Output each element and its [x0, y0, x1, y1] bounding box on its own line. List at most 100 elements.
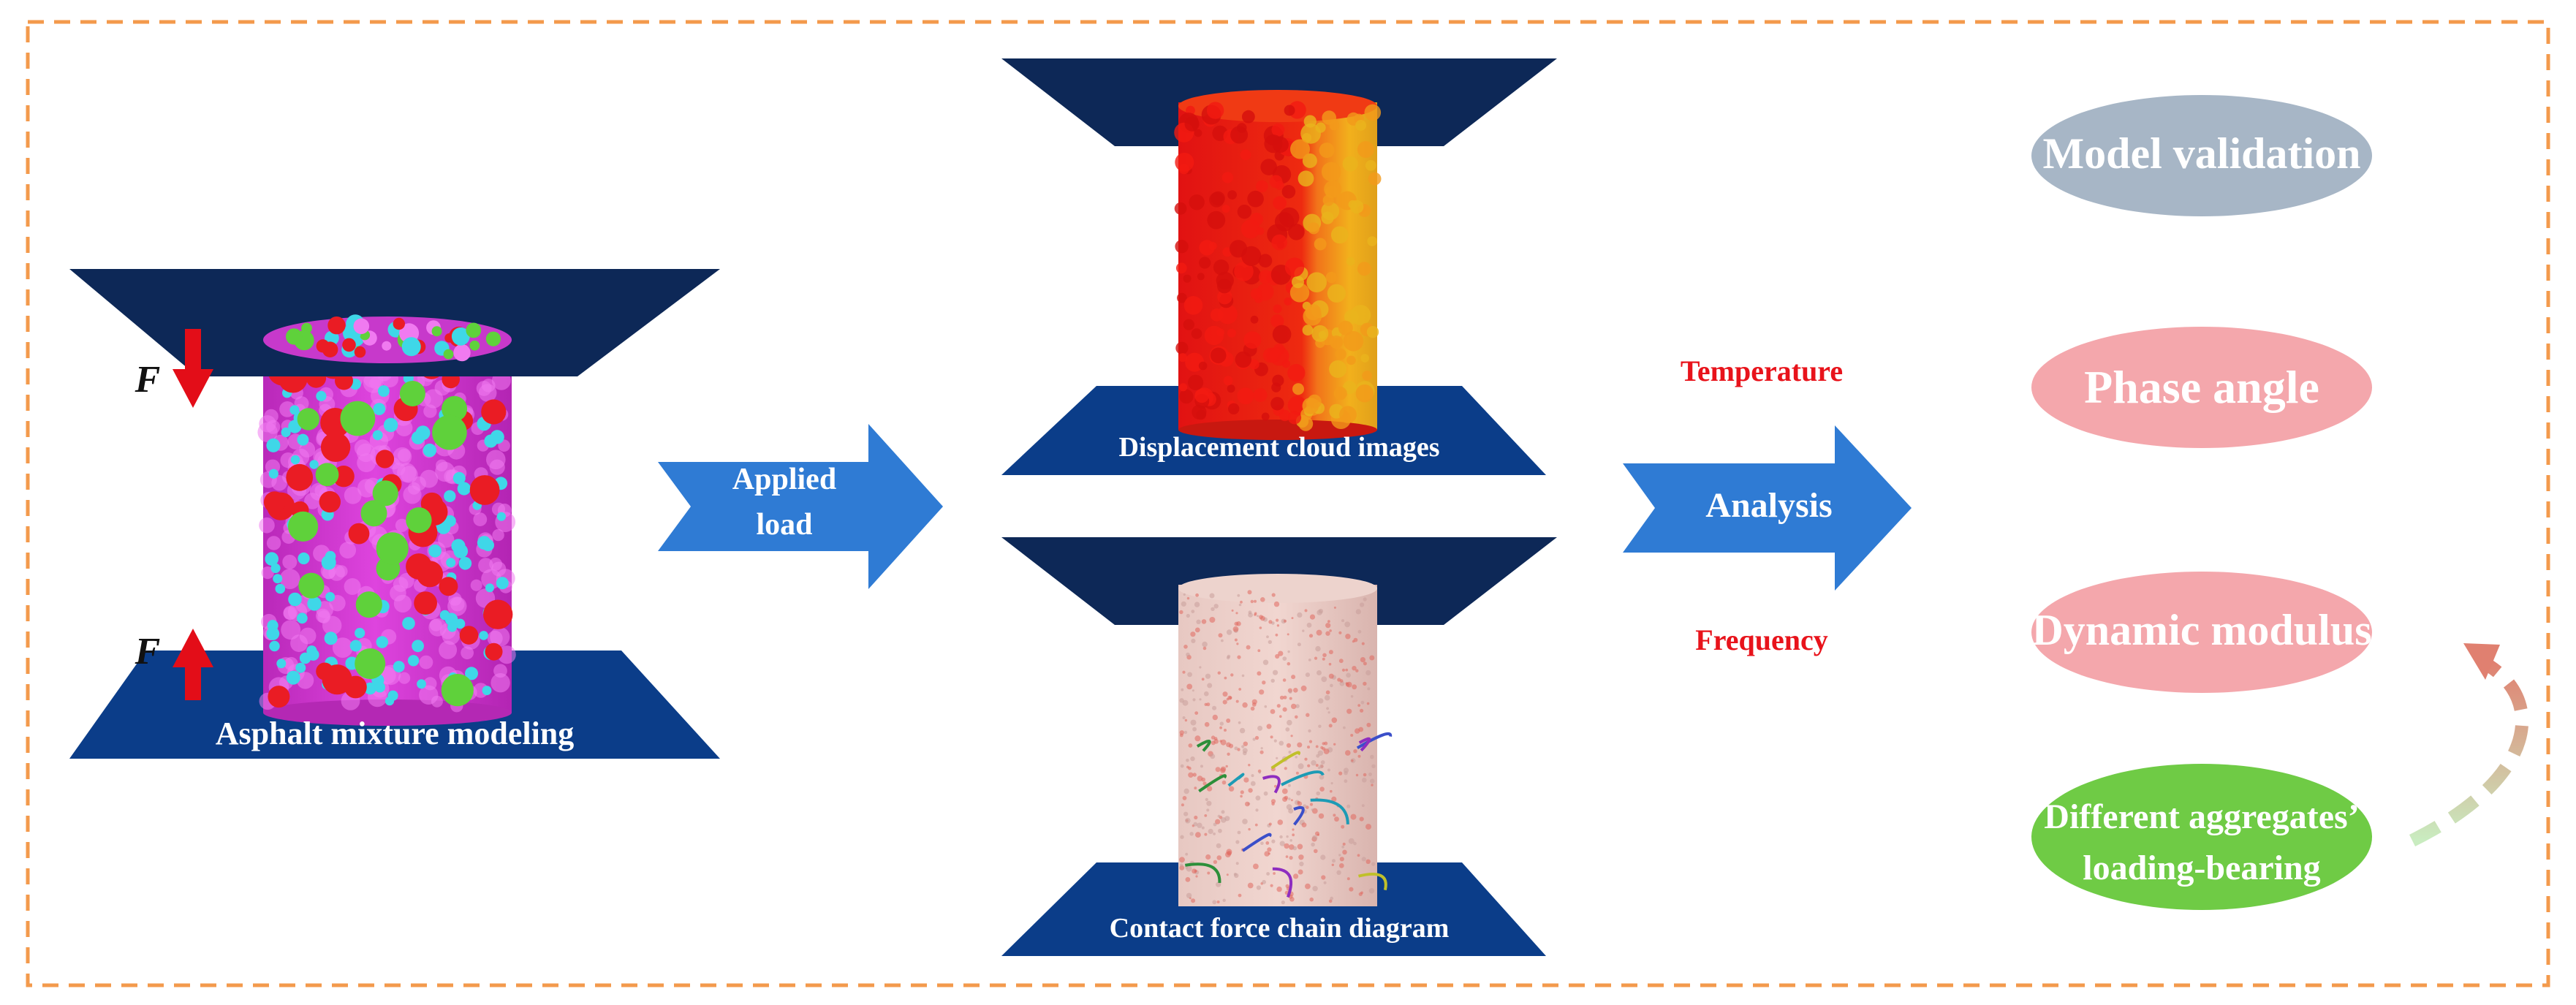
force-dot	[1286, 835, 1288, 838]
displacement-particle	[1207, 102, 1224, 118]
force-dot	[1197, 823, 1202, 828]
force-dot	[1341, 846, 1344, 849]
force-dot	[1207, 683, 1212, 688]
mortar-particle	[390, 585, 406, 602]
contact-force-caption: Contact force chain diagram	[1038, 912, 1520, 944]
force-dot	[1293, 873, 1298, 879]
fine-aggregate-particle	[485, 583, 494, 592]
force-dot	[1268, 640, 1272, 644]
force-dot	[1242, 675, 1245, 678]
force-dot	[1259, 626, 1262, 629]
coarse-aggregate-particle	[286, 464, 313, 491]
force-dot	[1213, 833, 1216, 835]
force-dot	[1190, 632, 1195, 637]
force-dot	[1213, 860, 1217, 864]
force-dot	[1282, 789, 1288, 794]
force-dot	[1223, 700, 1227, 705]
mortar-particle	[259, 517, 275, 534]
displacement-particle	[1254, 388, 1268, 402]
dynamic-modulus-label: Dynamic modulus	[2031, 605, 2372, 656]
coarse-aggregate-particle	[460, 626, 479, 645]
displacement-particle	[1243, 331, 1261, 349]
displacement-particle	[1199, 362, 1208, 371]
displacement-particle	[1185, 117, 1200, 132]
displacement-particle	[1273, 196, 1287, 210]
force-dot	[1185, 866, 1188, 869]
force-dot	[1370, 755, 1374, 759]
force-dot	[1305, 884, 1311, 890]
top-surface-particle	[317, 339, 330, 352]
force-dot	[1221, 817, 1227, 823]
force-dot	[1201, 778, 1205, 782]
force-dot	[1186, 614, 1190, 618]
force-dot	[1214, 604, 1219, 608]
force-dot	[1237, 656, 1240, 659]
coarse-aggregate-particle	[268, 686, 289, 708]
displacement-particle	[1175, 240, 1188, 253]
force-dot	[1368, 773, 1372, 776]
fine-aggregate-particle	[273, 574, 282, 583]
fine-aggregate-particle	[309, 460, 318, 469]
force-dot	[1206, 801, 1211, 806]
force-dot	[1251, 600, 1254, 603]
displacement-particle	[1205, 326, 1224, 345]
force-dot	[1289, 697, 1292, 700]
mortar-particle	[431, 696, 443, 708]
displacement-particle	[1356, 384, 1374, 402]
displacement-particle	[1197, 273, 1205, 280]
displacement-particle	[1183, 319, 1194, 330]
force-dot	[1180, 863, 1183, 867]
top-surface-particle	[432, 326, 442, 336]
force-dot	[1331, 782, 1333, 784]
force-dot	[1371, 784, 1373, 786]
displacement-particle	[1263, 348, 1278, 363]
force-dot	[1181, 602, 1186, 607]
displacement-particle	[1211, 348, 1227, 364]
force-dot	[1194, 711, 1198, 715]
force-dot	[1181, 689, 1183, 691]
large-aggregate-particle	[298, 573, 324, 599]
force-dot	[1210, 754, 1215, 759]
force-dot	[1353, 749, 1357, 753]
fine-aggregate-particle	[288, 593, 302, 607]
force-dot	[1204, 833, 1207, 836]
force-dot	[1205, 703, 1208, 706]
force-dot	[1289, 751, 1292, 754]
mortar-particle	[281, 620, 300, 640]
force-dot	[1257, 671, 1261, 675]
displacement-particle	[1251, 316, 1259, 324]
force-dot	[1365, 670, 1371, 675]
force-dot	[1277, 704, 1281, 708]
force-dot	[1205, 722, 1210, 727]
force-dot	[1251, 707, 1255, 711]
force-dot	[1309, 740, 1312, 743]
displacement-particle	[1207, 211, 1225, 230]
force-dot	[1270, 884, 1273, 887]
force-dot	[1312, 886, 1317, 891]
force-dot	[1271, 803, 1275, 806]
force-dot	[1351, 814, 1357, 820]
displacement-particle	[1247, 191, 1264, 208]
force-dot	[1344, 621, 1350, 627]
contact-chain-cylinder-top	[1178, 574, 1377, 603]
force-dot	[1183, 716, 1186, 719]
force-dot	[1211, 607, 1214, 611]
fine-aggregate-particle	[393, 661, 405, 672]
displacement-particle	[1303, 325, 1314, 335]
force-dot	[1192, 689, 1194, 691]
fine-aggregate-particle	[376, 636, 389, 648]
force-dot	[1334, 607, 1336, 609]
force-dot	[1338, 772, 1342, 775]
fine-aggregate-particle	[276, 584, 286, 594]
force-dot	[1291, 675, 1295, 679]
force-dot	[1324, 742, 1327, 746]
mortar-particle	[420, 470, 438, 488]
mortar-particle	[493, 664, 507, 678]
displacement-particle	[1241, 246, 1261, 266]
mortar-particle	[355, 439, 371, 456]
force-dot	[1307, 623, 1312, 628]
force-dot	[1240, 601, 1243, 604]
force-dot	[1199, 698, 1201, 700]
coarse-aggregate-particle	[483, 600, 512, 629]
force-dot	[1221, 767, 1226, 772]
